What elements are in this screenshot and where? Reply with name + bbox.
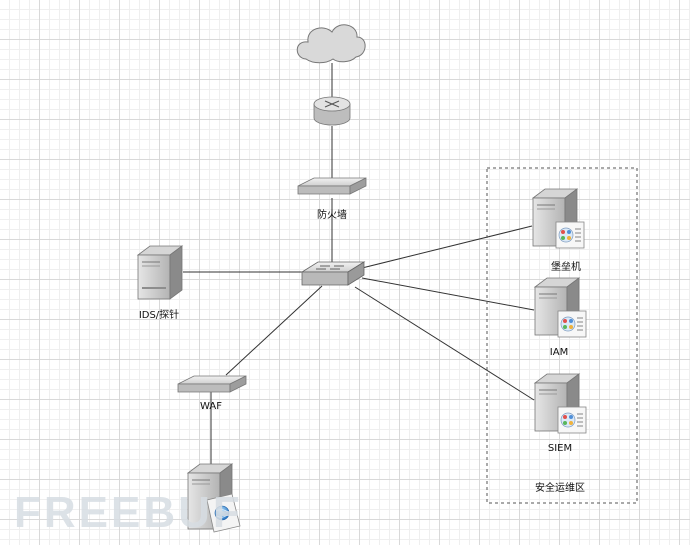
core-switch-icon [300, 261, 366, 286]
ids-label: IDS/探针 [138, 310, 180, 321]
app-badge-icon [560, 412, 576, 428]
watermark: FREEBUF [14, 488, 243, 537]
firewall-label: 防火墙 [317, 210, 347, 221]
firewall-device-icon [297, 177, 367, 195]
waf-label: WAF [200, 401, 222, 412]
link-switch-bastion [361, 225, 533, 269]
siem-server-icon [533, 373, 587, 434]
waf-device-icon [177, 375, 247, 393]
link-switch-iam [361, 277, 535, 311]
iam-server-icon [533, 277, 587, 338]
web-server-icon [186, 463, 241, 533]
link-switch-siem [354, 286, 535, 401]
security-ops-zone-border [486, 167, 638, 504]
siem-label: SIEM [547, 443, 573, 454]
ids-server-icon [136, 245, 184, 300]
link-switch-waf [225, 285, 323, 376]
router-icon [313, 96, 351, 126]
bastion-label: 堡垒机 [551, 262, 581, 273]
internet-cloud-icon [296, 24, 366, 64]
iam-label: IAM [549, 347, 569, 358]
bastion-server-icon [531, 188, 585, 249]
app-badge-icon [560, 316, 576, 332]
security-ops-zone-label: 安全运维区 [535, 483, 585, 494]
app-badge-icon [558, 227, 574, 243]
